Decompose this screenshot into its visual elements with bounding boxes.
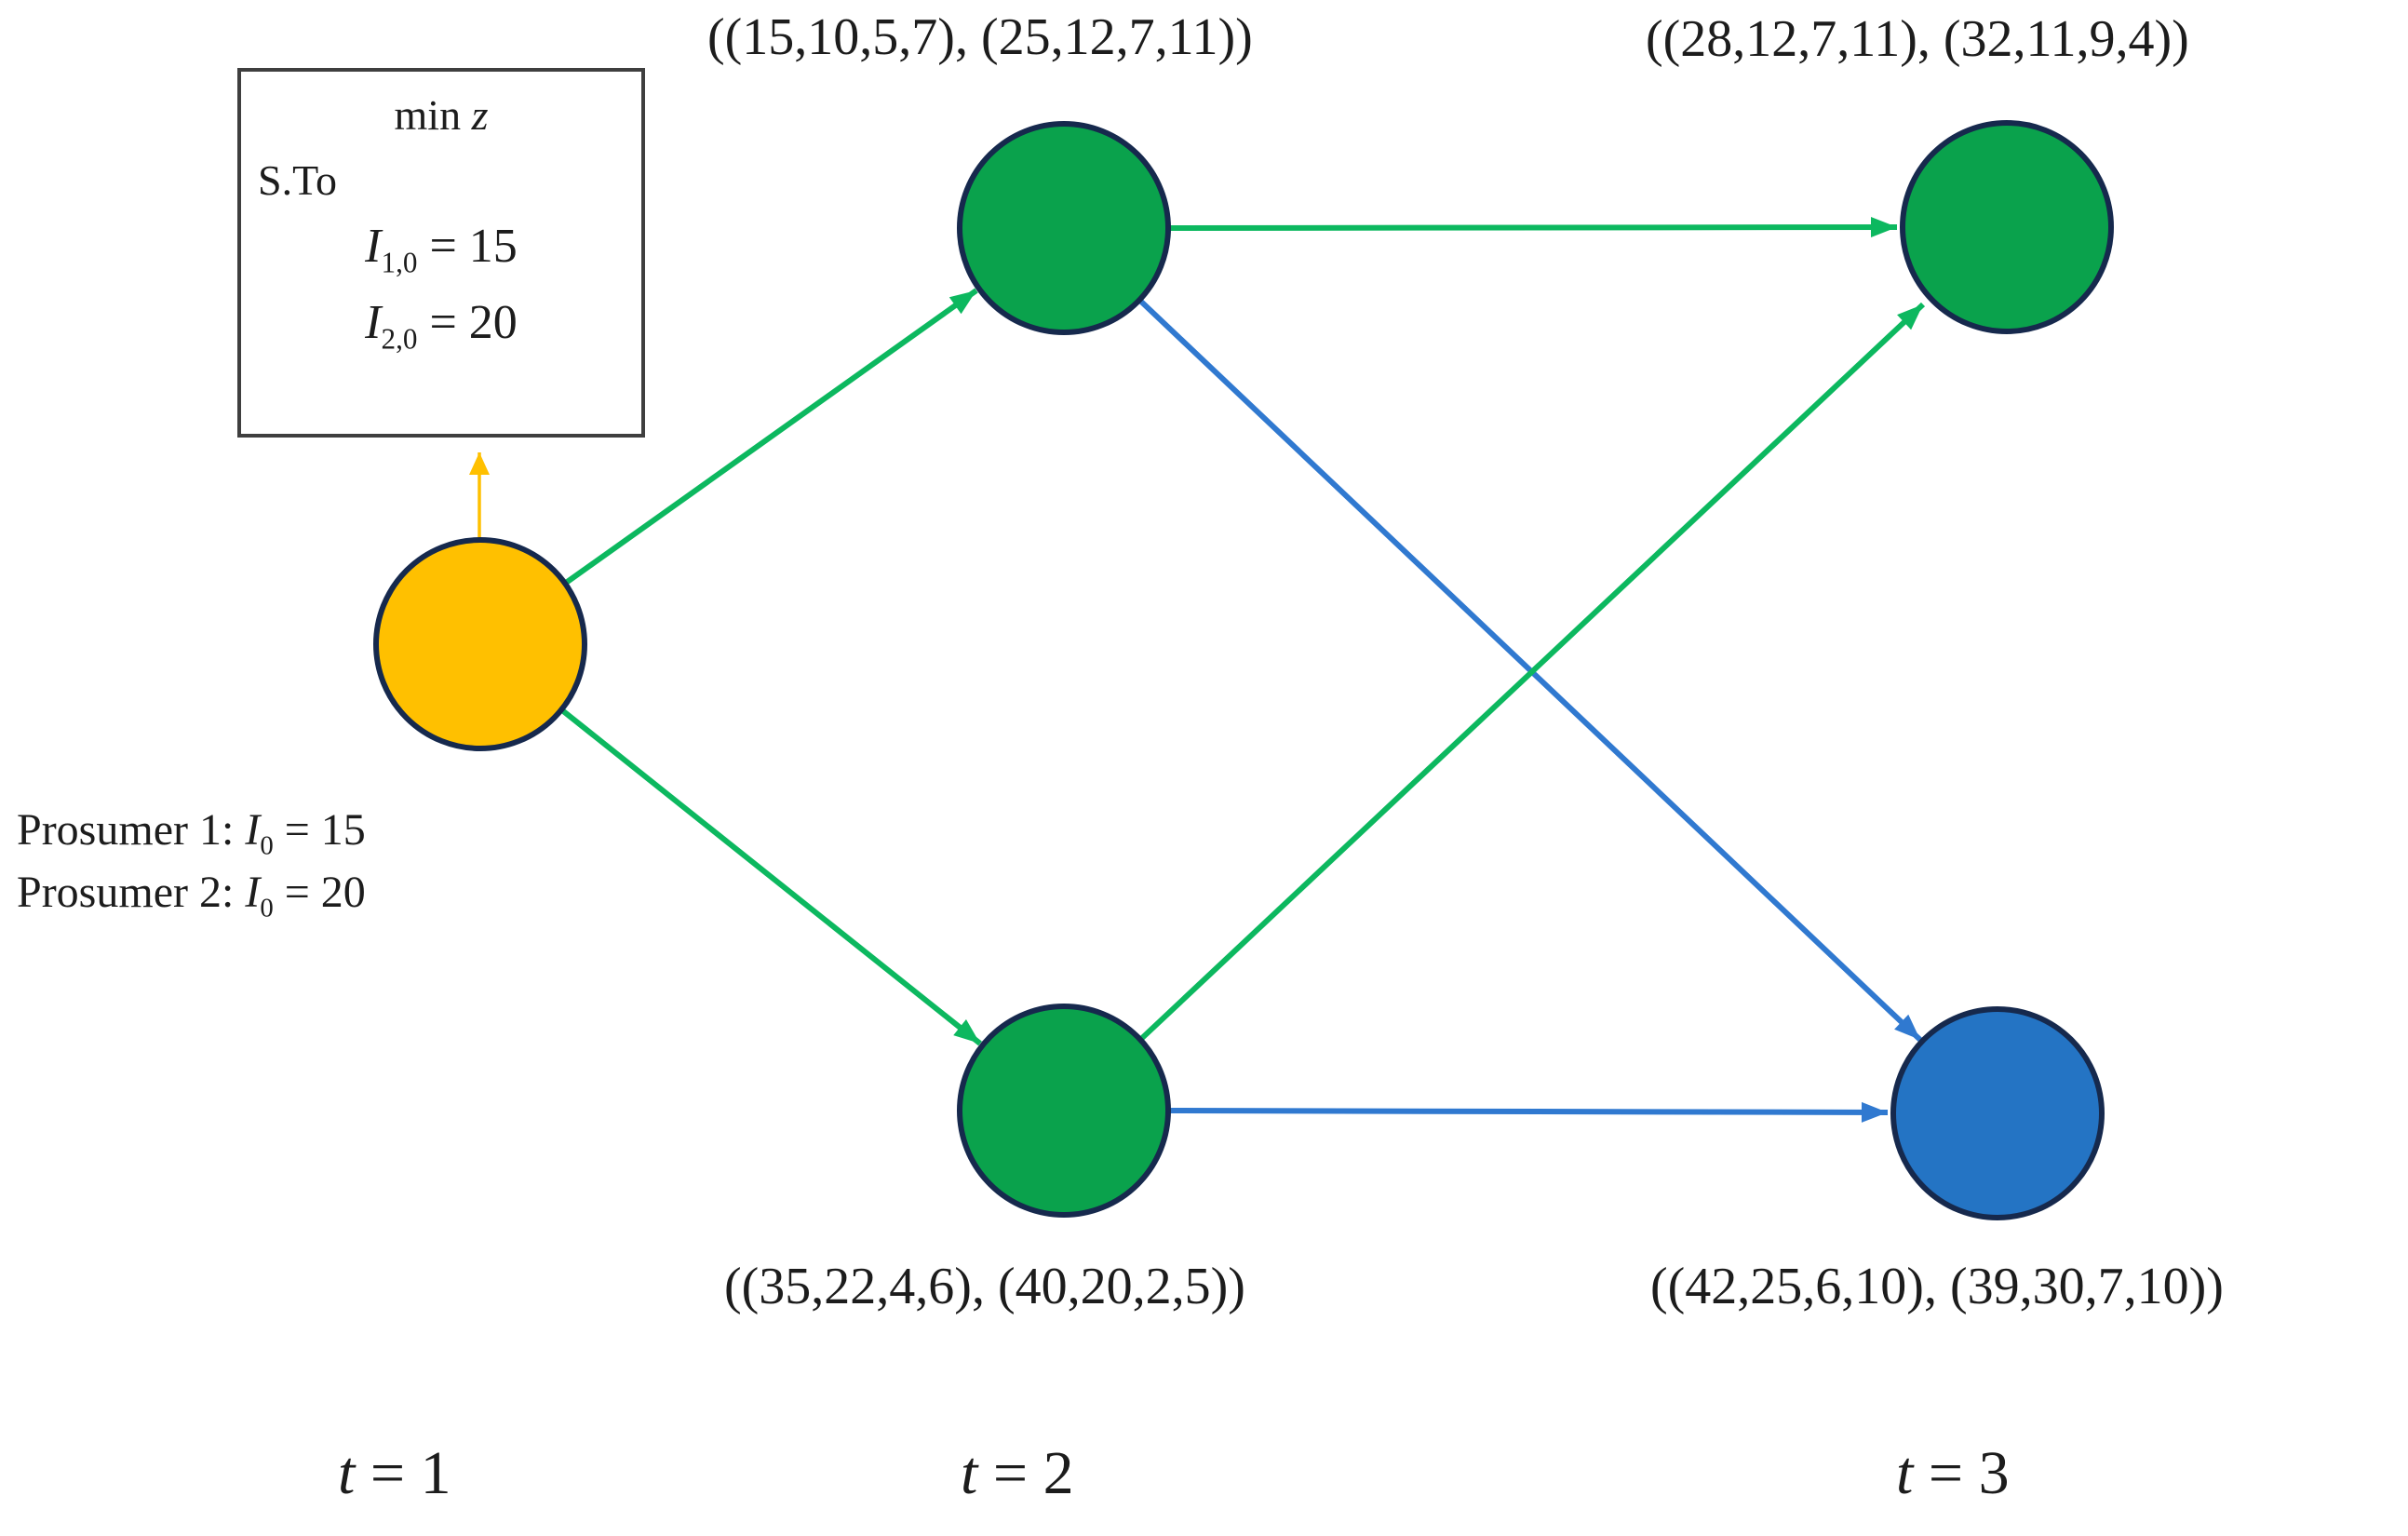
constraint-1-subscript: 1,0 (381, 246, 418, 279)
constraint-2-subscript: 2,0 (381, 322, 418, 356)
edge-t1-source-to-t2-top (564, 288, 978, 586)
constraint-box: min z S.To I1,0 = 15 I2,0 = 20 (237, 68, 645, 438)
edge-t2-bottom-to-t3-top (1138, 302, 1926, 1042)
time-label-t3: t = 3 (1896, 1438, 2010, 1509)
objective-function-label: min z (241, 90, 641, 140)
objective-variable: z (471, 91, 489, 139)
prosumer-note: Prosumer 1: I0 = 15 Prosumer 2: I0 = 20 (17, 799, 366, 923)
time-label-t2: t = 2 (961, 1438, 1074, 1509)
node-t3-bottom (1890, 1006, 2105, 1220)
time-label-t3-variable: t (1896, 1439, 1914, 1507)
label-t3-bottom-tuple: ((42,25,6,10), (39,30,7,10)) (1650, 1258, 2224, 1315)
prosumer-2-subscript: 0 (260, 893, 274, 923)
time-label-t1-variable: t (338, 1439, 356, 1507)
constraint-2-variable: I (365, 296, 382, 349)
node-t2-bottom (957, 1004, 1171, 1218)
constraint-1-value: = 15 (417, 220, 518, 273)
constraint-2: I2,0 = 20 (241, 295, 641, 353)
prosumer-2-value: = 20 (273, 868, 366, 918)
prosumer-note-line-2: Prosumer 2: I0 = 20 (17, 861, 366, 923)
time-label-t1-value: = 1 (355, 1439, 451, 1507)
prosumer-note-line-1: Prosumer 1: I0 = 15 (17, 799, 366, 861)
prosumer-1-subscript: 0 (260, 830, 274, 861)
prosumer-2-variable: I (245, 868, 261, 918)
prosumer-2-prefix: Prosumer 2: (17, 868, 246, 918)
objective-prefix: min (394, 91, 472, 139)
time-label-t2-variable: t (961, 1439, 978, 1507)
node-t2-top (957, 121, 1171, 335)
time-label-t3-value: = 3 (1913, 1439, 2010, 1507)
constraint-1-variable: I (365, 220, 382, 273)
time-label-t2-value: = 2 (977, 1439, 1074, 1507)
constraint-1: I1,0 = 15 (241, 219, 641, 276)
prosumer-1-prefix: Prosumer 1: (17, 805, 246, 855)
prosumer-1-value: = 15 (273, 805, 366, 855)
edge-t1-source-to-t2-bottom (560, 707, 982, 1046)
label-t3-top-tuple: ((28,12,7,11), (32,11,9,4)) (1646, 10, 2189, 68)
subject-to-label: S.To (258, 156, 337, 204)
label-t2-bottom-tuple: ((35,22,4,6), (40,20,2,5)) (724, 1258, 1245, 1315)
time-label-t1: t = 1 (338, 1438, 451, 1509)
edge-t2-top-to-t3-top (1168, 217, 1898, 238)
edge-t2-bottom-to-t3-bottom (1168, 1101, 1889, 1123)
prosumer-1-variable: I (245, 805, 261, 855)
constraint-2-value: = 20 (417, 296, 518, 349)
node-t3-top (1900, 120, 2114, 334)
label-t2-top-tuple: ((15,10,5,7), (25,12,7,11)) (707, 8, 1253, 66)
node-prosumer-source-t1 (373, 537, 587, 751)
